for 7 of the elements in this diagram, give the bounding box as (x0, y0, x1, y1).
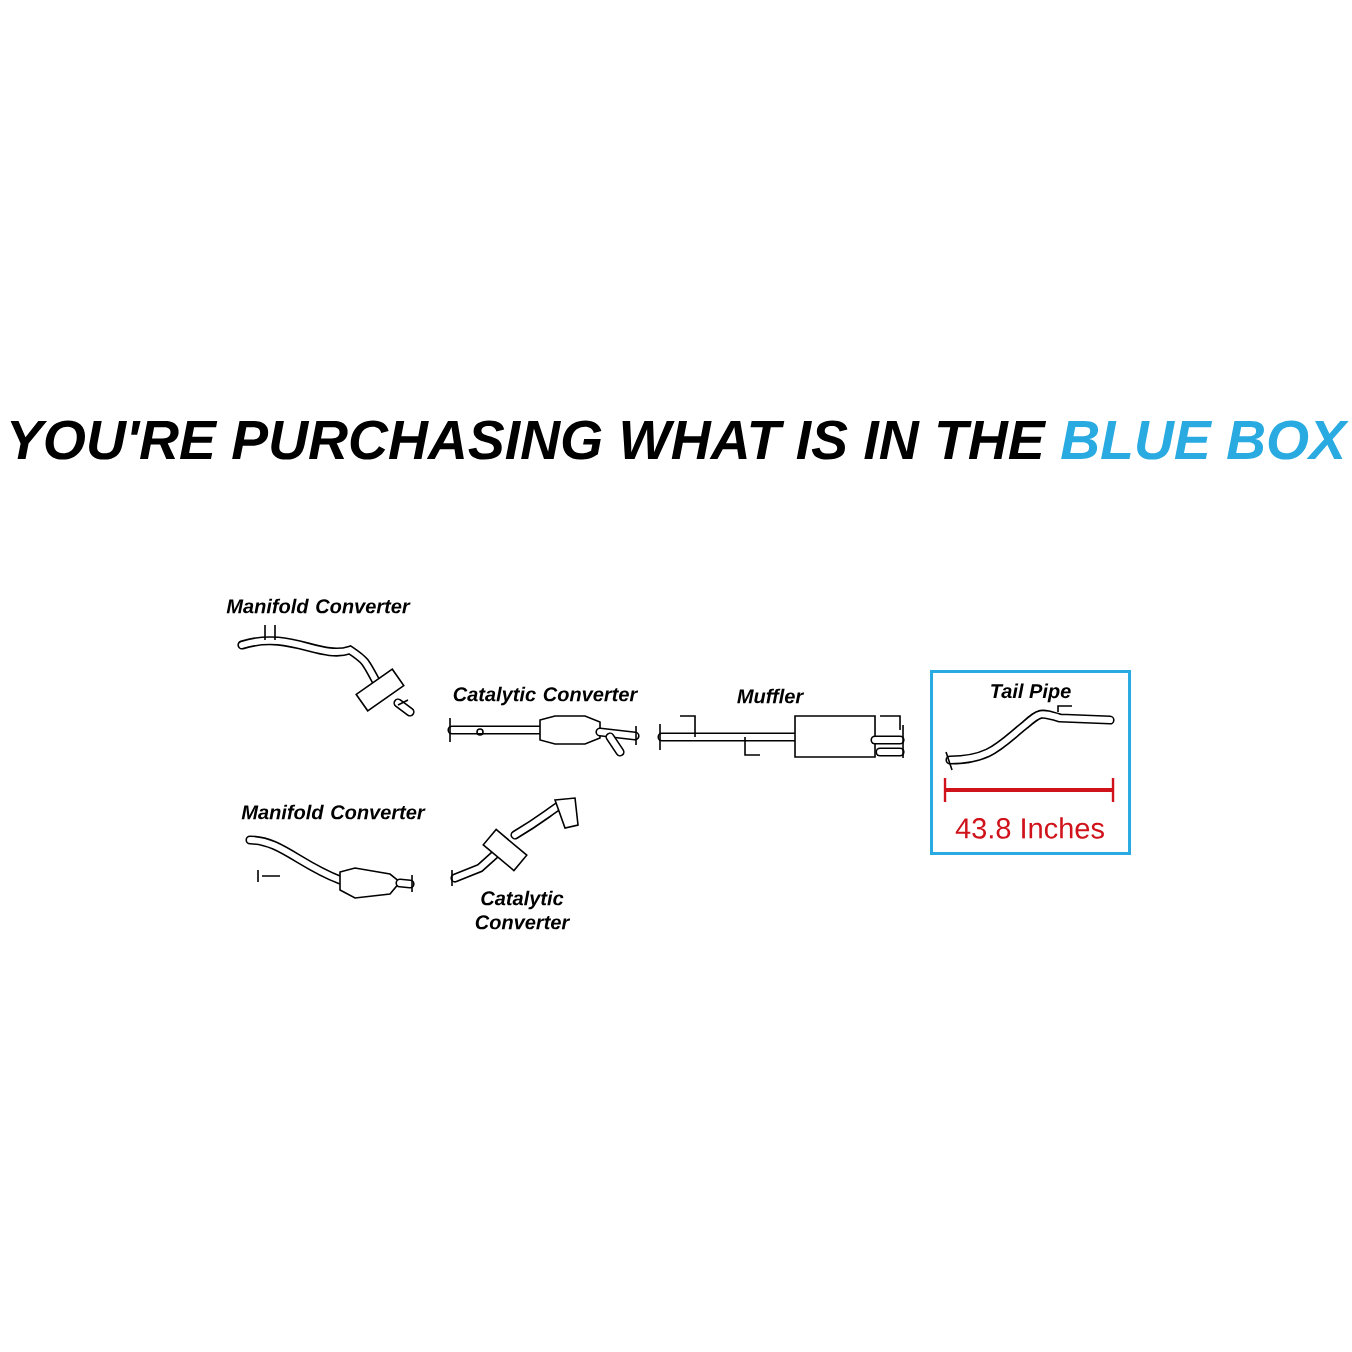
heading: YOU'RE PURCHASING WHAT IS IN THE BLUE BOX (10, 420, 1349, 460)
part-label: Catalytic Converter (453, 686, 639, 706)
part-label: Catalytic Converter (475, 890, 571, 930)
part-label: Muffler (737, 688, 805, 704)
dimension-label: 43.8 Inches (955, 817, 1104, 839)
part-label: Manifold Converter (241, 804, 426, 820)
part-label: Manifold Converter (226, 598, 411, 614)
